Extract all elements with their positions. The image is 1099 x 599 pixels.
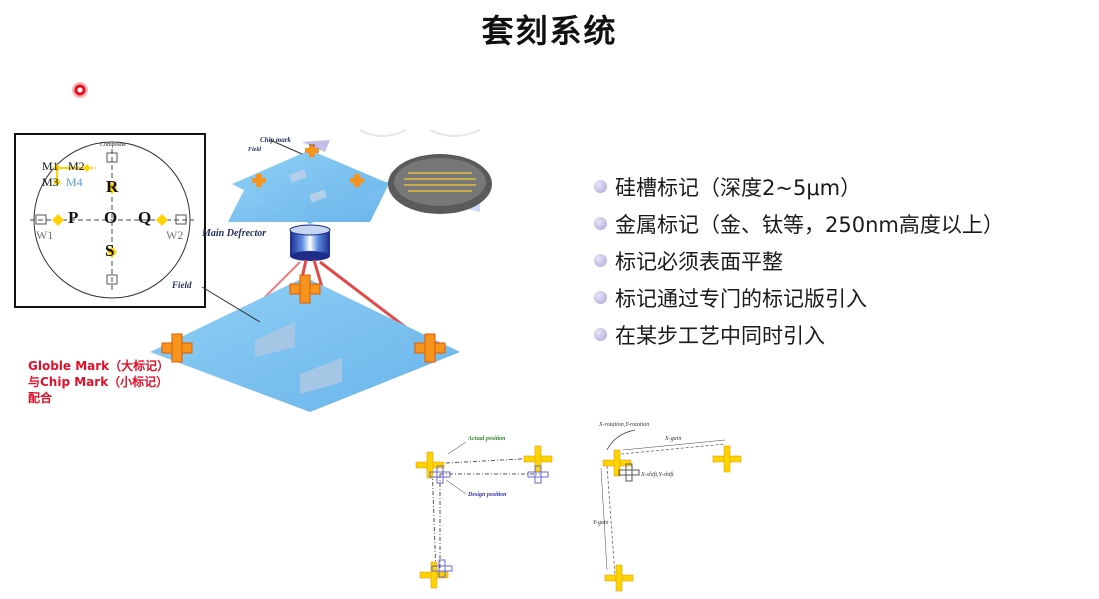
gain-rotation-diagram: X-rotation,Y-rotation X-gain Y-gain X-sh… <box>585 420 755 595</box>
position-offset-diagram: Actual position Design position <box>410 430 570 595</box>
m2-label: M2 <box>68 159 85 173</box>
bullet-dot-icon <box>594 328 607 341</box>
wafer-map-graphic <box>30 141 194 299</box>
p-label: P <box>68 208 79 227</box>
mark-note: Globle Mark（大标记） 与Chip Mark（小标记） 配合 <box>28 358 169 406</box>
bullet-dot-icon <box>594 180 607 193</box>
w1-label: W1 <box>36 228 54 242</box>
chip-mark-label: Chip mark <box>260 136 291 144</box>
mark-note-line-1: Globle Mark（大标记） <box>28 359 170 373</box>
bullet-dot-icon <box>594 291 607 304</box>
rotation-label: X-rotation,Y-rotation <box>599 422 650 428</box>
big-field-label: Field <box>172 280 192 290</box>
position-offset-graphic <box>415 441 553 589</box>
bullet-item: 硅槽标记（深度2~5μm） <box>594 168 1004 205</box>
shift-label: X-shift,Y-shift <box>641 472 674 478</box>
mark-note-line-2: 与Chip Mark（小标记） <box>28 375 169 389</box>
bullet-text: 在某步工艺中同时引入 <box>615 323 825 348</box>
bullet-item: 标记必须表面平整 <box>594 242 1004 279</box>
r-label: R <box>106 177 119 196</box>
m4-label: M4 <box>66 175 83 189</box>
q-label: Q <box>138 208 152 227</box>
bullet-item: 在某步工艺中同时引入 <box>594 316 1004 353</box>
laser-pointer-icon <box>72 82 88 98</box>
m1-label: M1 <box>42 159 59 173</box>
bullet-text: 金属标记（金、钛等，250nm高度以上） <box>615 212 1004 237</box>
bullet-item: 标记通过专门的标记版引入 <box>594 279 1004 316</box>
bullet-text: 硅槽标记（深度2~5μm） <box>615 175 862 200</box>
y-gain-label: Y-gain <box>593 520 609 526</box>
composite-label: Composite <box>100 142 127 148</box>
w2-label: W2 <box>166 228 184 242</box>
deflection-diagram: Chip mark Field Main Defrector Field <box>150 112 510 417</box>
o-label: O <box>104 208 118 227</box>
mark-note-line-3: 配合 <box>28 391 53 405</box>
main-deflector-label: Main Defrector <box>202 228 267 239</box>
bullet-text: 标记通过专门的标记版引入 <box>615 286 867 311</box>
bullet-item: 金属标记（金、钛等，250nm高度以上） <box>594 205 1004 242</box>
bullet-text: 标记必须表面平整 <box>615 249 783 274</box>
bullet-dot-icon <box>594 254 607 267</box>
slide-title: 套刻系统 <box>481 12 618 50</box>
x-gain-label: X-gain <box>665 436 682 442</box>
m3-label: M3 <box>42 175 59 189</box>
deflection-graphic <box>150 129 492 412</box>
design-position-label: Design position <box>468 492 507 498</box>
bullet-list: 硅槽标记（深度2~5μm） 金属标记（金、钛等，250nm高度以上） 标记必须表… <box>594 168 1004 353</box>
wafer-map-panel: Composite M1 M2 M3 M4 R P O Q S W1 W2 <box>14 133 206 308</box>
gain-rotation-graphic <box>600 429 742 592</box>
actual-position-label: Actual position <box>468 436 506 442</box>
small-field-label: Field <box>248 147 261 153</box>
bullet-dot-icon <box>594 217 607 230</box>
s-label: S <box>105 241 115 260</box>
